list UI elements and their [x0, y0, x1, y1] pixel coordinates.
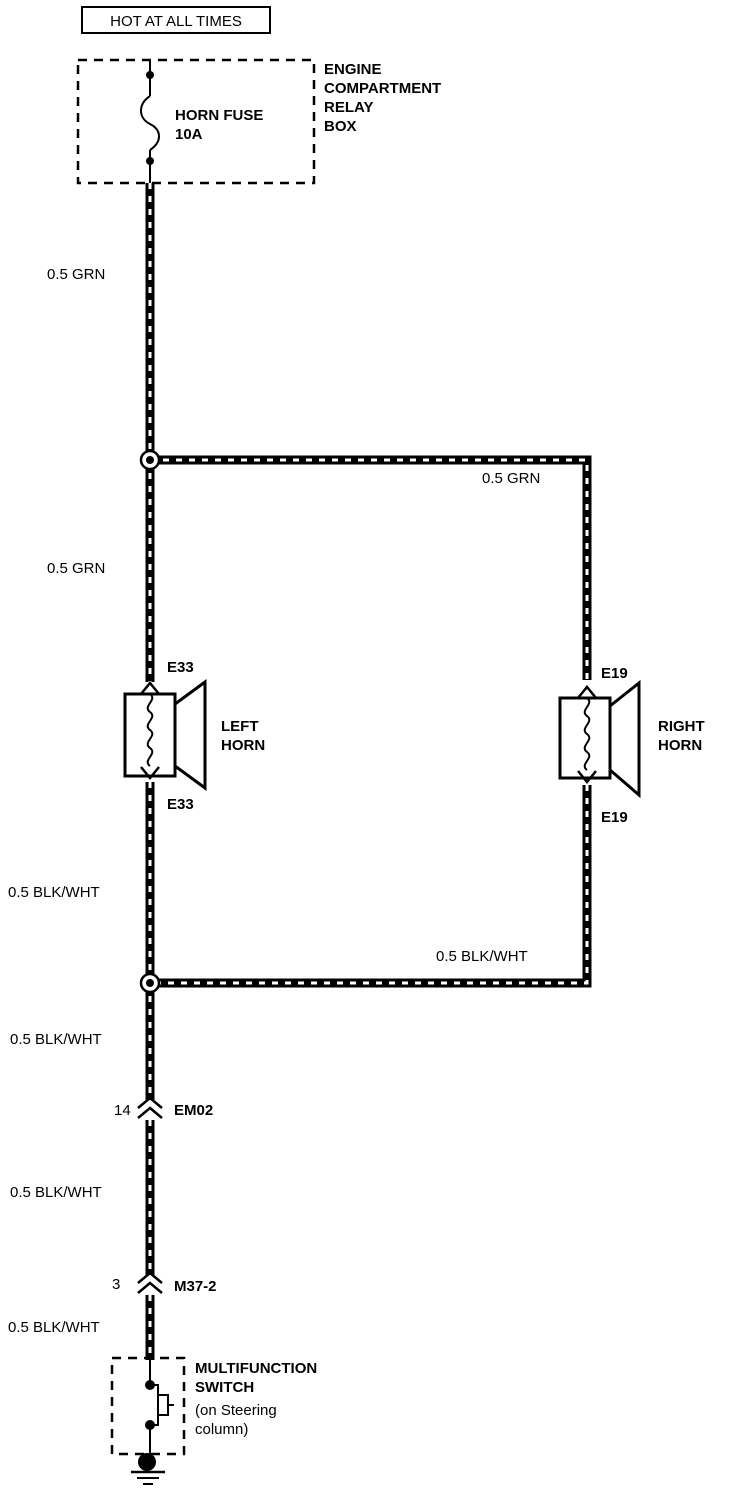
right-horn-connector-bottom: E19 — [601, 809, 628, 826]
left-horn-label-line1: LEFT — [221, 718, 259, 735]
connector-em02-pin: 14 — [114, 1102, 131, 1119]
horn-fuse — [140, 60, 160, 183]
right-horn-symbol — [558, 679, 641, 799]
relay-box-label: ENGINE COMPARTMENT RELAY BOX — [324, 61, 441, 135]
connector-em02-name: EM02 — [174, 1102, 213, 1119]
splice-upper — [139, 449, 161, 471]
svg-text:COMPARTMENT: COMPARTMENT — [324, 80, 441, 97]
left-horn-symbol — [123, 679, 207, 791]
wire-label-m37-to-switch: 0.5 BLK/WHT — [8, 1319, 100, 1336]
wire-right-horn-to-splice — [150, 785, 592, 988]
left-horn-label-line2: HORN — [221, 737, 265, 754]
wire-label-splice-to-right: 0.5 GRN — [482, 470, 540, 487]
switch-label-line2: SWITCH — [195, 1379, 254, 1396]
wire-splice-to-right-horn — [150, 455, 592, 680]
wire-label-fuse-to-splice: 0.5 GRN — [47, 266, 105, 283]
fuse-name: HORN FUSE — [175, 107, 263, 124]
right-horn-label-line2: HORN — [658, 737, 702, 754]
connector-em02-symbol — [137, 1096, 163, 1119]
wire-label-left-horn-to-splice: 0.5 BLK/WHT — [8, 884, 100, 901]
right-horn-connector-top: E19 — [601, 665, 628, 682]
relay-box-outline — [76, 58, 316, 185]
wire-label-right-to-splice: 0.5 BLK/WHT — [436, 948, 528, 965]
right-horn-label-line1: RIGHT — [658, 718, 705, 735]
left-horn-connector-top: E33 — [167, 659, 194, 676]
wire-label-splice-to-em02: 0.5 BLK/WHT — [10, 1031, 102, 1048]
switch-sub-line2: column) — [195, 1421, 248, 1438]
splice-lower — [139, 972, 161, 994]
switch-box-outline — [110, 1356, 186, 1456]
wire-label-em02-to-m37: 0.5 BLK/WHT — [10, 1184, 102, 1201]
svg-text:RELAY: RELAY — [324, 99, 373, 116]
horn-switch-symbol — [145, 1360, 174, 1462]
svg-text:BOX: BOX — [324, 118, 357, 135]
switch-sub-line1: (on Steering — [195, 1402, 277, 1419]
ground-symbol — [131, 1453, 165, 1485]
left-horn-connector-bottom: E33 — [167, 796, 194, 813]
wire-label-splice-to-left-horn: 0.5 GRN — [47, 560, 105, 577]
hot-at-all-times-label: HOT AT ALL TIMES — [110, 13, 242, 30]
switch-label-line1: MULTIFUNCTION — [195, 1360, 317, 1377]
svg-text:ENGINE: ENGINE — [324, 61, 382, 78]
connector-m37-name: M37-2 — [174, 1278, 217, 1295]
connector-m37-symbol — [137, 1271, 163, 1294]
connector-m37-pin: 3 — [112, 1276, 120, 1293]
fuse-rating: 10A — [175, 126, 203, 143]
hot-at-all-times-box: HOT AT ALL TIMES — [81, 6, 271, 34]
